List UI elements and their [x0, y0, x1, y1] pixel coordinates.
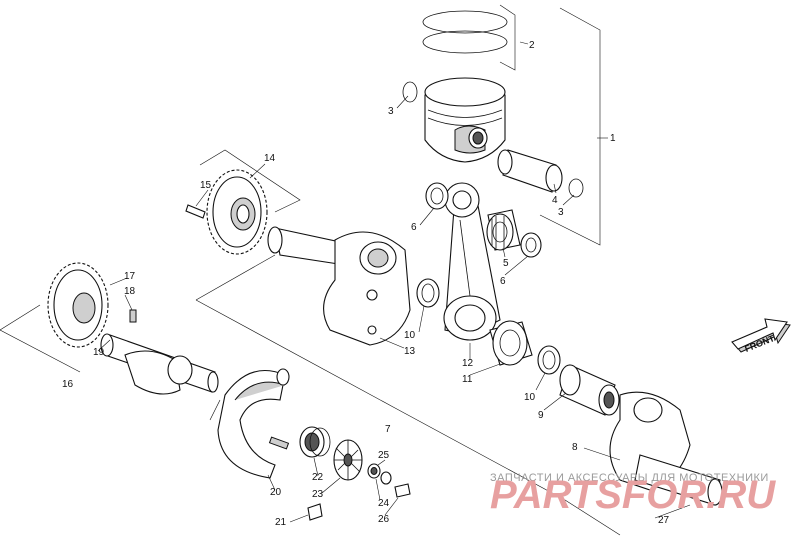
circlip-left: [402, 81, 418, 103]
thrust-washer-lower-hole: [525, 237, 537, 253]
piston: [424, 77, 506, 163]
group-brackets: [0, 4, 621, 536]
crankshaft-half-left: [267, 226, 411, 346]
callout-8: 8: [572, 442, 578, 453]
callout-12: 12: [462, 358, 474, 369]
callout-15: 15: [200, 180, 212, 191]
leader-lines: [97, 41, 691, 523]
big-end-bearing: [489, 320, 533, 366]
bolt-26: [394, 483, 411, 498]
callout-9: 9: [538, 410, 544, 421]
callout-19: 19: [93, 347, 105, 358]
callout-3-right: 3: [558, 207, 564, 218]
callout-21: 21: [275, 517, 287, 528]
callout-14: 14: [264, 153, 276, 164]
callout-3-left: 3: [388, 106, 394, 117]
callout-17: 17: [124, 271, 136, 282]
crankshaft-half-right: [609, 391, 723, 506]
callout-6-upper: 6: [411, 222, 417, 233]
callout-5: 5: [503, 258, 509, 269]
impeller-23: [333, 439, 363, 481]
callout-16: 16: [62, 379, 74, 390]
callout-26: 26: [378, 514, 390, 525]
watermark-logo: PARTSFOR.RU: [490, 473, 776, 517]
watermark-tagline: ЗАПЧАСТИ И АКСЕССУАРЫ ДЛЯ МОТОТЕХНИКИ: [490, 472, 769, 484]
small-end-bearing: [486, 209, 521, 251]
callout-13: 13: [404, 346, 416, 357]
gear-14: [206, 169, 268, 255]
washer-10-lower: [537, 345, 561, 375]
callout-7: 7: [385, 424, 391, 435]
thrust-washer-lower: [520, 232, 542, 258]
connecting-rod: [443, 182, 501, 341]
front-direction-arrow: FRONT: [731, 318, 791, 354]
callout-2: 2: [529, 40, 535, 51]
bolt-21: [307, 503, 323, 521]
washer-24: [367, 463, 381, 479]
callout-27: 27: [658, 515, 670, 526]
pin-20: [268, 436, 290, 450]
callout-24: 24: [378, 498, 390, 509]
crank-pin: [559, 364, 620, 416]
callout-labels: 1 2 3 3 4 5 6 6 7 8 9 10 10 11 12 13 14 …: [62, 40, 670, 528]
washer-10-upper-hole: [421, 283, 435, 303]
washer-10-upper: [416, 278, 440, 308]
callout-1: 1: [610, 133, 616, 144]
thrust-washer-upper: [425, 182, 449, 210]
piston-rings: [422, 10, 508, 54]
woodruff-key-15: [185, 204, 206, 219]
seal-22: [299, 426, 331, 458]
watermark: ЗАПЧАСТИ И АКСЕССУАРЫ ДЛЯ МОТОТЕХНИКИ PA…: [490, 472, 776, 517]
pin-18: [129, 309, 137, 323]
nut-25: [380, 471, 392, 485]
callout-25: 25: [378, 450, 390, 461]
callout-20: 20: [270, 487, 282, 498]
callout-10-upper: 10: [404, 330, 416, 341]
washer-10-lower-hole: [542, 350, 556, 370]
callout-6-lower: 6: [500, 276, 506, 287]
callout-18: 18: [124, 286, 136, 297]
gear-17: [47, 262, 109, 348]
callout-23: 23: [312, 489, 324, 500]
crank-cover-20: [217, 368, 290, 479]
callout-11: 11: [462, 374, 473, 385]
callout-4: 4: [552, 195, 558, 206]
thrust-washer-upper-hole: [430, 187, 444, 205]
piston-pin: [497, 149, 563, 193]
circlip-right: [568, 178, 584, 198]
callout-22: 22: [312, 472, 324, 483]
callout-10-lower: 10: [524, 392, 536, 403]
crankshaft-half-assembly-16: [100, 333, 219, 395]
